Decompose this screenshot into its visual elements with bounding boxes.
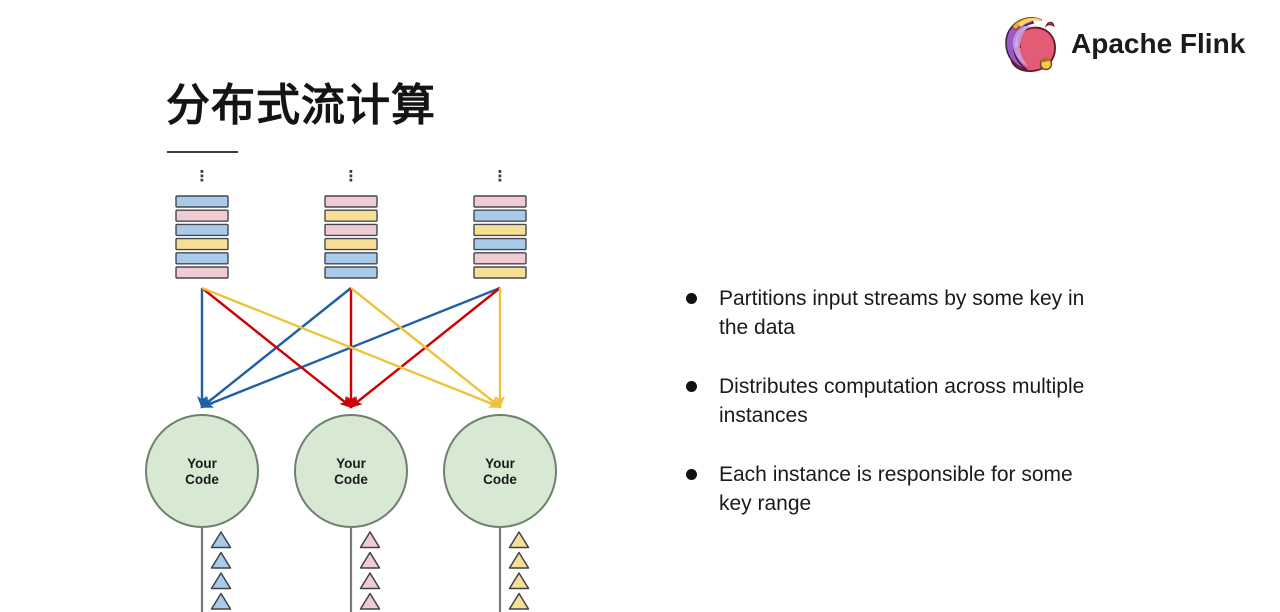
page-title: 分布式流计算 [166, 81, 436, 130]
stream-record [324, 195, 378, 208]
output-record-triangle [508, 531, 530, 549]
bullet-dot-icon [686, 293, 697, 304]
title-underline [167, 151, 238, 153]
output-record-triangle [359, 572, 381, 590]
output-record-triangle [359, 551, 381, 569]
stream-record [175, 195, 229, 208]
stream-record [324, 223, 378, 237]
stream-record [324, 209, 378, 222]
bullet-item: Partitions input streams by some key in … [686, 284, 1110, 342]
stream-record [175, 223, 229, 237]
output-record-triangle [210, 572, 232, 590]
bullet-item: Each instance is responsible for some ke… [686, 460, 1110, 518]
bullet-item: Distributes computation across multiple … [686, 372, 1110, 430]
bullet-text: Each instance is responsible for some ke… [719, 463, 1073, 515]
logo: Apache Flink [1002, 13, 1245, 75]
bullet-dot-icon [686, 381, 697, 392]
partition-arrow [350, 287, 502, 409]
output-record-triangle [508, 572, 530, 590]
output-record-triangle [210, 551, 232, 569]
bullet-list: Partitions input streams by some key in … [686, 284, 1110, 548]
output-record-triangle [359, 592, 381, 610]
stream-record [324, 237, 378, 251]
flink-squirrel-icon [1005, 17, 1056, 72]
stream-ellipsis: ⋮ [195, 168, 210, 185]
stream-record [473, 266, 527, 279]
instance-circle [145, 414, 259, 528]
output-record-triangle [210, 592, 232, 610]
stream-record [473, 223, 527, 237]
stream-record [175, 252, 229, 265]
output-record-triangle [359, 531, 381, 549]
instance-circle [443, 414, 557, 528]
stream-record [473, 237, 527, 251]
stream-record [324, 266, 378, 279]
stream-record [473, 209, 527, 222]
stream-record [473, 252, 527, 265]
stream-record [175, 237, 229, 251]
bullet-dot-icon [686, 469, 697, 480]
output-record-triangle [508, 592, 530, 610]
instance-circle [294, 414, 408, 528]
logo-text: Apache Flink [1071, 28, 1246, 59]
bullet-text: Partitions input streams by some key in … [719, 287, 1085, 339]
bullet-text: Distributes computation across multiple … [719, 375, 1085, 427]
stream-record [175, 209, 229, 222]
stream-record [175, 266, 229, 279]
partition-arrow [201, 287, 353, 409]
stream-ellipsis: ⋮ [493, 168, 508, 185]
stream-record [324, 252, 378, 265]
partition-arrow [201, 286, 502, 409]
stream-record [473, 195, 527, 208]
output-record-triangle [210, 531, 232, 549]
stream-ellipsis: ⋮ [344, 168, 359, 185]
output-record-triangle [508, 551, 530, 569]
